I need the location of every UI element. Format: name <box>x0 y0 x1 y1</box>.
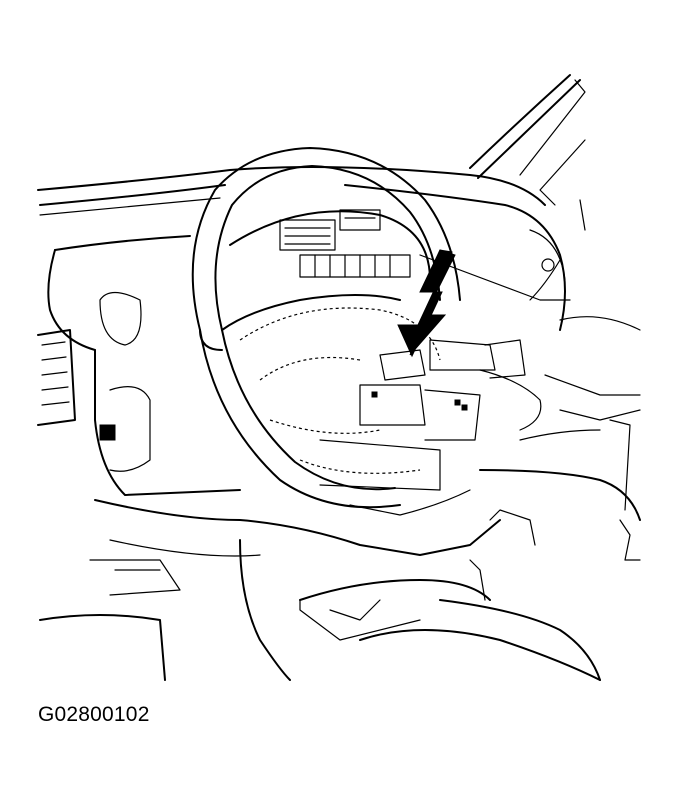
figure-code: G02800102 <box>38 703 150 726</box>
instrument-cluster <box>229 209 431 281</box>
callout-arrow <box>397 249 456 358</box>
column-switch-assembly <box>239 307 542 516</box>
steering-wheel <box>191 147 461 509</box>
windshield-frame <box>469 74 586 231</box>
left-vents <box>37 329 151 472</box>
lower-dash <box>39 316 641 681</box>
dashboard <box>37 165 571 496</box>
